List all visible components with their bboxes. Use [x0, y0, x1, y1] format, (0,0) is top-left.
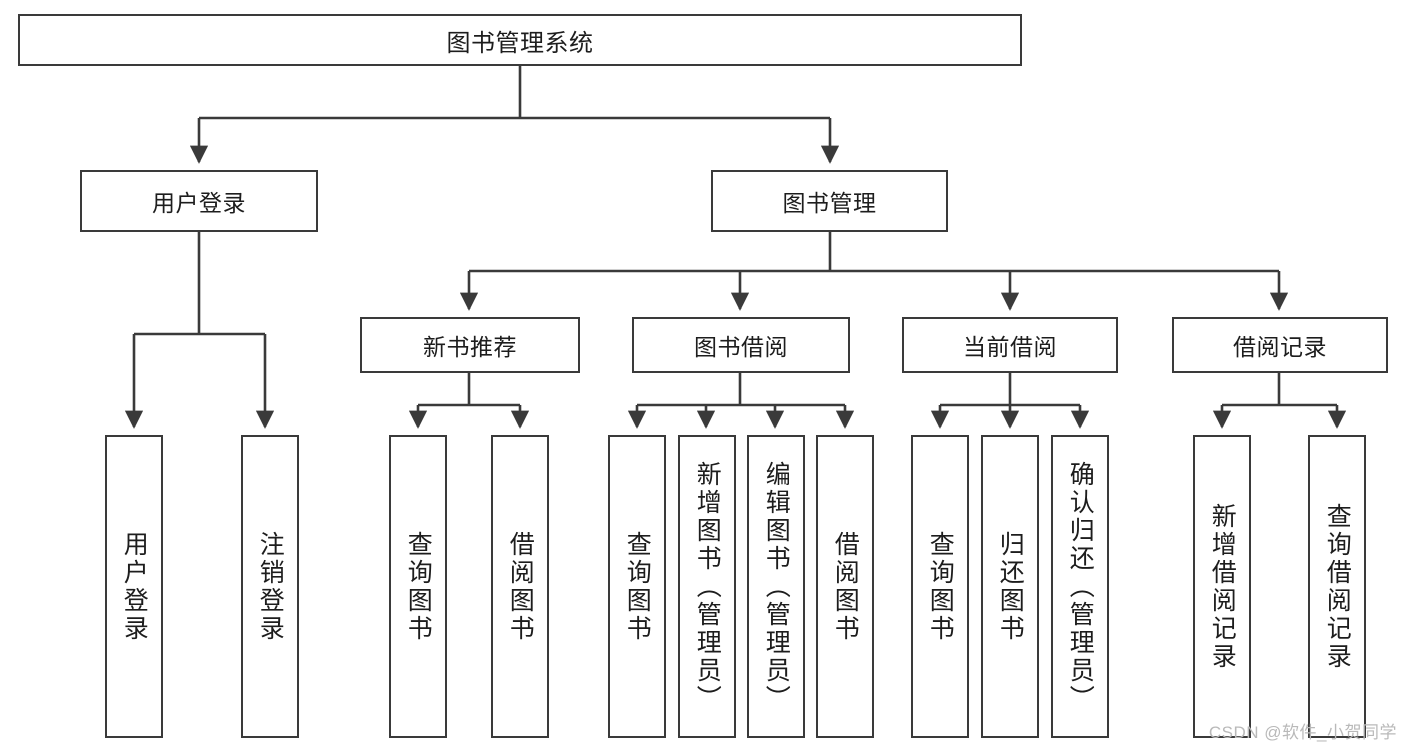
leaf-user-login[interactable]: 用户登录: [105, 435, 163, 738]
leaf-query-record-label: 查询借阅记录: [1323, 502, 1352, 671]
node-book-borrow-label: 图书借阅: [694, 334, 788, 360]
node-current-borrow[interactable]: 当前借阅: [902, 317, 1118, 373]
node-book-manage-label: 图书管理: [782, 190, 877, 216]
node-root-label: 图书管理系统: [446, 29, 594, 57]
leaf-add-book-label: 新增图书（管理员）: [693, 460, 722, 713]
leaf-query-record[interactable]: 查询借阅记录: [1308, 435, 1366, 738]
leaf-edit-book[interactable]: 编辑图书（管理员）: [747, 435, 805, 738]
leaf-add-record[interactable]: 新增借阅记录: [1193, 435, 1251, 738]
node-user-login-label: 用户登录: [152, 190, 246, 216]
leaf-edit-book-label: 编辑图书（管理员）: [762, 460, 791, 713]
leaf-confirm-return-label: 确认归还（管理员）: [1066, 460, 1095, 713]
leaf-borrow-book-2[interactable]: 借阅图书: [816, 435, 874, 738]
watermark: CSDN @软件_小贺同学: [1208, 723, 1397, 742]
leaf-logout[interactable]: 注销登录: [241, 435, 299, 738]
node-root-book-management-system[interactable]: 图书管理系统: [18, 14, 1022, 66]
leaf-query-book-3[interactable]: 查询图书: [911, 435, 969, 738]
leaf-query-book-2[interactable]: 查询图书: [608, 435, 666, 738]
leaf-return-book-label: 归还图书: [996, 530, 1025, 643]
leaf-query-book-1-label: 查询图书: [404, 530, 433, 643]
leaf-return-book[interactable]: 归还图书: [981, 435, 1039, 738]
node-new-book-recommend[interactable]: 新书推荐: [360, 317, 580, 373]
leaf-logout-label: 注销登录: [256, 530, 285, 643]
leaf-confirm-return[interactable]: 确认归还（管理员）: [1051, 435, 1109, 738]
leaf-borrow-book-1-label: 借阅图书: [506, 530, 535, 643]
leaf-add-book[interactable]: 新增图书（管理员）: [678, 435, 736, 738]
leaf-borrow-book-1[interactable]: 借阅图书: [491, 435, 549, 738]
leaf-borrow-book-2-label: 借阅图书: [831, 530, 860, 643]
leaf-query-book-3-label: 查询图书: [926, 530, 955, 643]
node-book-borrow[interactable]: 图书借阅: [632, 317, 850, 373]
leaf-user-login-label: 用户登录: [120, 530, 149, 643]
node-borrow-record-label: 借阅记录: [1233, 334, 1327, 360]
node-new-book-recommend-label: 新书推荐: [423, 334, 517, 360]
node-user-login[interactable]: 用户登录: [80, 170, 318, 232]
leaf-query-book-2-label: 查询图书: [623, 530, 652, 643]
node-current-borrow-label: 当前借阅: [963, 334, 1057, 360]
leaf-query-book-1[interactable]: 查询图书: [389, 435, 447, 738]
leaf-add-record-label: 新增借阅记录: [1208, 502, 1237, 671]
node-borrow-record[interactable]: 借阅记录: [1172, 317, 1388, 373]
node-book-manage[interactable]: 图书管理: [711, 170, 948, 232]
